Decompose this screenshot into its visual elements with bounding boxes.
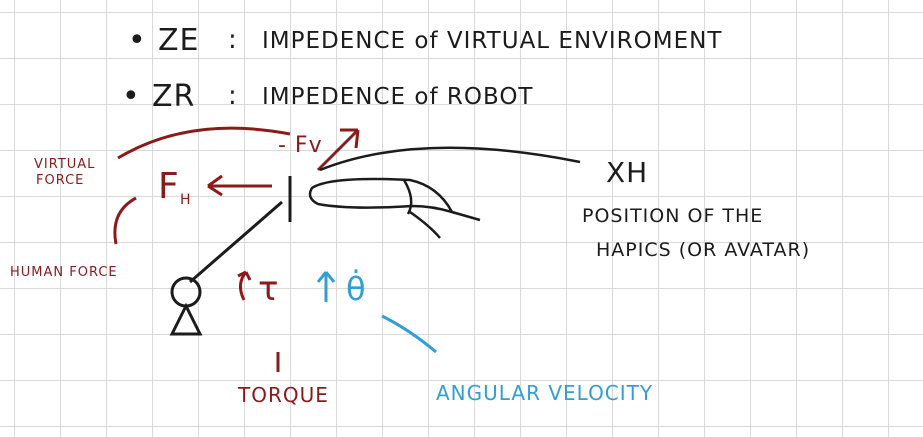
angular-velocity-pointer <box>381 314 437 354</box>
ze-symbol: ZE <box>158 23 200 58</box>
xh-pointer <box>319 146 581 172</box>
zr-bullet: • <box>122 79 141 114</box>
fh-subscript: H <box>180 192 192 208</box>
zr-colon: : <box>228 81 238 111</box>
fv-arrow <box>316 128 360 172</box>
position-label-2: HAPICS (OR AVATAR) <box>596 239 810 261</box>
zr-definition: IMPEDENCE of ROBOT <box>262 84 533 110</box>
theta-dot-symbol: θ̇ <box>346 269 366 308</box>
position-label-1: POSITION OF THE <box>582 205 763 227</box>
human-force-curve <box>113 196 137 245</box>
tau-symbol: τ <box>258 269 279 309</box>
joint-circle <box>170 276 202 308</box>
human-force-label: HUMAN FORCE <box>10 265 118 280</box>
base-triangle <box>169 302 203 336</box>
fingernail <box>402 179 413 215</box>
angular-velocity-arrow <box>316 271 336 302</box>
ze-bullet: • <box>128 23 147 58</box>
torque-arrow <box>237 270 252 301</box>
torque-label: TORQUE <box>237 383 329 407</box>
hand-line <box>451 210 481 222</box>
ze-colon: : <box>228 25 238 55</box>
zr-symbol: ZR <box>152 79 195 114</box>
virtual-force-curve <box>117 126 291 160</box>
robot-link <box>189 200 283 284</box>
hand-lower <box>409 210 441 239</box>
ze-definition: IMPEDENCE of VIRTUAL ENVIROMENT <box>262 28 722 54</box>
virtual-force-label-2: FORCE <box>36 173 84 188</box>
xh-label: XH <box>606 156 648 189</box>
fv-label: - Fv <box>278 133 323 158</box>
finger-outline <box>308 177 455 215</box>
virtual-force-label-1: VIRTUAL <box>34 157 95 172</box>
fh-symbol: F <box>158 166 180 207</box>
angular-velocity-label: ANGULAR VELOCITY <box>436 381 653 405</box>
fh-arrow <box>207 174 272 197</box>
